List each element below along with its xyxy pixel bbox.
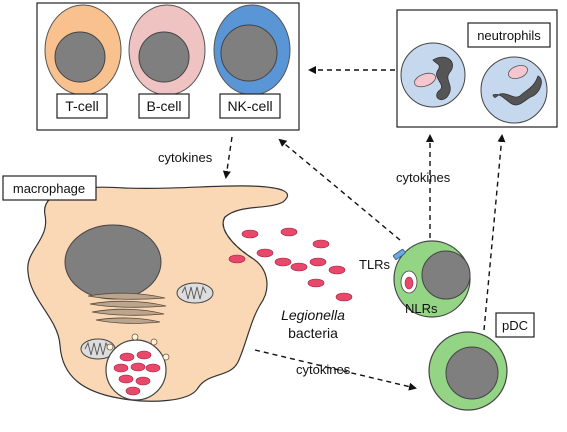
neutrophils-label-box (467, 22, 551, 48)
neutrophil-1-nucleus (432, 56, 453, 101)
t-cell-label-box (56, 93, 108, 119)
golgi-apparatus (87, 292, 167, 324)
b-cell-nucleus (138, 31, 190, 83)
macrophage-label: macrophage (13, 181, 85, 196)
legionella-bacteria (228, 227, 353, 302)
mitochondrion-2 (80, 338, 116, 360)
legionella-containing-vacuole (105, 333, 170, 401)
sensor-cell (392, 240, 471, 318)
t-cell-nucleus (54, 31, 106, 83)
cytokines-label-top: cytokines (158, 150, 213, 165)
cytokines-label-right: cytokines (396, 170, 451, 185)
arrow-pdc-to-neutrophils (483, 134, 506, 331)
macrophage (27, 185, 289, 402)
pdc-label: pDC (502, 318, 528, 333)
tlrs-label: TLRs (359, 257, 391, 272)
lymphocyte-box: T-cell B-cell NK-cell (36, 2, 300, 131)
t-cell (44, 4, 122, 96)
neutrophils-box: neutrophils (396, 9, 558, 128)
pdc-label-box (495, 312, 535, 338)
pdc-nucleus (445, 346, 499, 400)
macrophage-nucleus (64, 224, 162, 300)
neutrophil-2-nucleus (492, 75, 542, 106)
nlrs-label: NLRs (405, 301, 438, 316)
b-cell-label: B-cell (146, 98, 181, 114)
sensor-cell-nucleus (421, 250, 471, 300)
macrophage-label-box (2, 175, 97, 201)
mitochondrion-1 (176, 282, 214, 304)
arrow-sensor-to-lymphocytes (278, 138, 401, 241)
neutrophil-1 (400, 42, 466, 108)
neutrophil-1-granule (414, 72, 436, 88)
nk-cell (213, 4, 291, 96)
phagocytic-cup (222, 216, 253, 259)
nk-cell-nucleus (220, 24, 278, 82)
neutrophil-2 (480, 56, 548, 124)
b-cell (128, 4, 206, 96)
bacteria-label: bacteria (288, 325, 338, 341)
legionella-label: Legionella (281, 307, 345, 323)
tlr-receptor (392, 248, 406, 260)
nk-cell-label: NK-cell (227, 98, 272, 114)
t-cell-label: T-cell (65, 98, 98, 114)
pdc-cell (428, 331, 508, 411)
arrow-lymphocytes-to-macrophage (222, 136, 233, 179)
b-cell-label-box (138, 93, 190, 119)
arrow-macrophage-to-pdc (254, 349, 417, 391)
neutrophil-2-granule (507, 65, 529, 79)
nk-cell-label-box (219, 93, 281, 119)
cytokines-label-bottom: cytokines (296, 362, 351, 377)
nlr-vesicle (400, 270, 418, 294)
neutrophils-label: neutrophils (477, 28, 541, 43)
